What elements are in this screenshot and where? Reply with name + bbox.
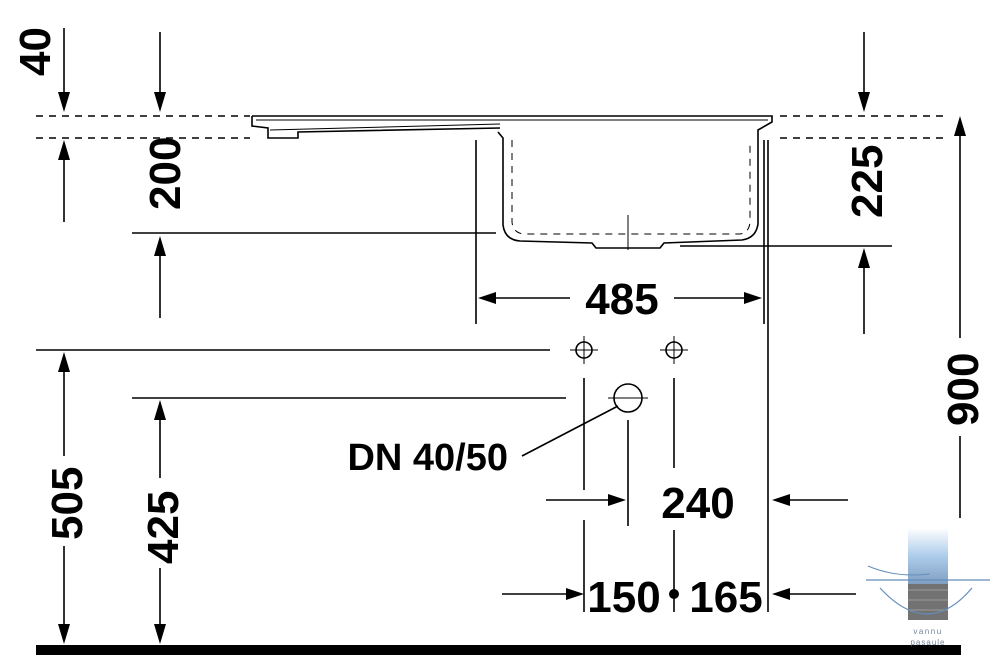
dim-240: 240 <box>546 479 848 528</box>
dim-425-text: 425 <box>139 491 188 564</box>
dim-505-text: 505 <box>43 467 92 540</box>
dim-900-text: 900 <box>939 353 988 426</box>
dim-40: 40 <box>11 27 166 222</box>
vannu-pasaule-logo: vannu pasaule <box>866 528 990 647</box>
dim-900: 900 <box>939 116 988 518</box>
logo-text: vannu <box>913 627 942 636</box>
dim-225-text: 225 <box>843 145 892 218</box>
logo-text-2: pasaule <box>910 638 945 647</box>
dim-425: 425 <box>132 397 566 644</box>
dim-240-text: 240 <box>661 479 734 528</box>
dim-40-text: 40 <box>11 27 60 76</box>
drain-label: DN 40/50 <box>347 437 508 479</box>
dim-225: 225 <box>680 32 892 334</box>
dim-150-text: 150 <box>587 573 660 622</box>
drain-leader <box>521 405 619 457</box>
floor-line <box>36 645 961 655</box>
drain-hole: DN 40/50 <box>347 383 648 526</box>
top-reference-lines <box>36 115 945 139</box>
dim-485: 485 <box>475 140 765 324</box>
dim-200: 200 <box>132 137 496 318</box>
dim-505: 505 <box>36 349 550 644</box>
sink-profile <box>251 115 773 250</box>
dim-200-text: 200 <box>141 137 190 210</box>
tap-holes <box>570 336 688 490</box>
dim-165-text: 165 <box>689 573 762 622</box>
dim-150-165: 150 165 <box>502 520 856 622</box>
dim-485-text: 485 <box>585 275 658 324</box>
